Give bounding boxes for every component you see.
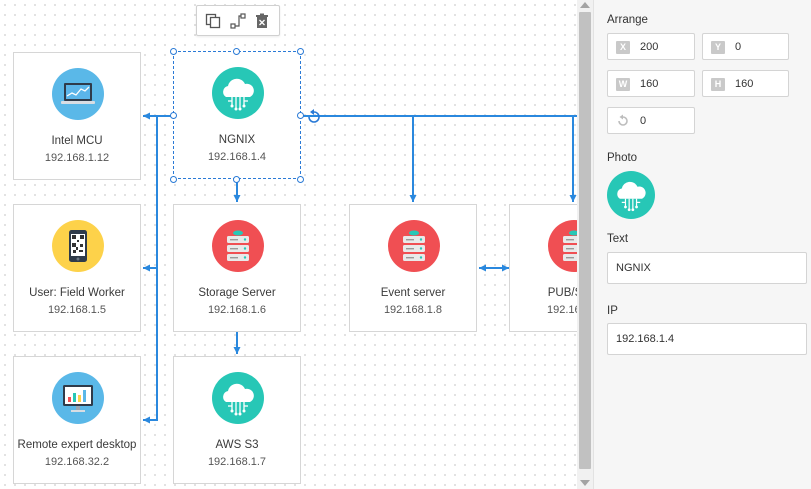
diagram-canvas[interactable]: Intel MCU 192.168.1.12 NGNIX 192.168.1.4… [0, 0, 577, 489]
resize-handle-bottom[interactable] [233, 176, 240, 183]
photo-title: Photo [607, 152, 638, 164]
ip-title: IP [607, 305, 618, 317]
ip-input[interactable]: 192.168.1.4 [607, 323, 807, 355]
resize-handle-top[interactable] [233, 48, 240, 55]
node-aws-s3[interactable]: AWS S3 192.168.1.7 [173, 356, 301, 484]
copy-icon[interactable] [205, 13, 221, 29]
y-field[interactable]: Y 0 [702, 33, 789, 60]
height-field-value: 160 [735, 78, 754, 90]
node-ip: 192.168.1. [547, 304, 577, 316]
delete-icon[interactable] [254, 13, 270, 29]
height-field[interactable]: H 160 [702, 70, 789, 97]
resize-handle-left[interactable] [170, 112, 177, 119]
node-pubsub[interactable]: PUB/SUB 192.168.1. [509, 204, 577, 332]
resize-handle-top-right[interactable] [297, 48, 304, 55]
y-field-label: Y [711, 41, 725, 54]
selection-box [173, 51, 301, 179]
resize-handle-bottom-right[interactable] [297, 176, 304, 183]
node-label: AWS S3 [215, 439, 259, 451]
node-ip: 192.168.1.6 [207, 304, 267, 316]
node-remote-expert-desktop[interactable]: Remote expert desktop 192.168.32.2 [13, 356, 141, 484]
width-field[interactable]: W 160 [607, 70, 695, 97]
node-label: Remote expert desktop [17, 439, 137, 451]
node-label: Storage Server [198, 287, 276, 299]
scrollbar-thumb[interactable] [579, 12, 591, 469]
width-field-label: W [616, 78, 630, 91]
node-ip: 192.168.32.2 [44, 456, 110, 468]
node-ip: 192.168.1.7 [207, 456, 267, 468]
x-field-value: 200 [640, 41, 659, 53]
rotation-field-value: 0 [640, 115, 647, 127]
text-input[interactable]: NGNIX [607, 252, 807, 284]
scroll-down-arrow-icon[interactable] [580, 480, 590, 486]
resize-handle-bottom-left[interactable] [170, 176, 177, 183]
rotation-field[interactable]: 0 [607, 107, 695, 134]
resize-handle-top-left[interactable] [170, 48, 177, 55]
arrange-title: Arrange [607, 14, 648, 26]
node-ip: 192.168.1.5 [47, 304, 107, 316]
resize-handle-right[interactable] [297, 112, 304, 119]
x-field-label: X [616, 41, 630, 54]
connector-ngnix-field-worker[interactable] [143, 115, 165, 272]
node-label: Event server [380, 287, 446, 299]
node-ip: 192.168.1.8 [383, 304, 443, 316]
node-label: Intel MCU [51, 135, 103, 147]
node-event-server[interactable]: Event server 192.168.1.8 [349, 204, 477, 332]
node-field-worker[interactable]: User: Field Worker 192.168.1.5 [13, 204, 141, 332]
x-field[interactable]: X 200 [607, 33, 695, 60]
connector-ngnix-remote[interactable] [143, 268, 158, 424]
node-ip: 192.168.1.4 [207, 151, 267, 163]
rotate-handle-icon[interactable] [305, 108, 323, 126]
node-ngnix[interactable]: NGNIX 192.168.1.4 [173, 51, 301, 179]
node-label: PUB/SUB [547, 287, 577, 299]
text-title: Text [607, 233, 629, 245]
y-field-value: 0 [735, 41, 742, 53]
node-ip: 192.168.1.12 [44, 152, 110, 164]
node-intel-mcu[interactable]: Intel MCU 192.168.1.12 [13, 52, 141, 180]
node-label: NGNIX [218, 134, 256, 146]
scroll-up-arrow-icon[interactable] [580, 2, 590, 8]
height-field-label: H [711, 78, 725, 91]
connect-icon[interactable] [230, 13, 246, 29]
node-toolbar [196, 5, 280, 36]
node-label: User: Field Worker [29, 287, 125, 299]
rotate-icon [618, 114, 628, 126]
photo-preview-cloud-icon[interactable] [607, 171, 655, 219]
width-field-value: 160 [640, 78, 659, 90]
node-storage-server[interactable]: Storage Server 192.168.1.6 [173, 204, 301, 332]
connector-layer [143, 112, 577, 424]
